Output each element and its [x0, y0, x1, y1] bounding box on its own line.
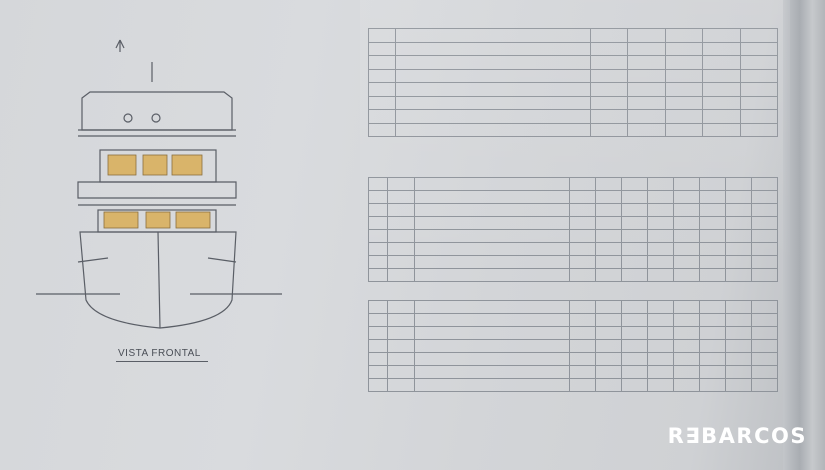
table-row — [368, 41, 779, 56]
upper-window-2 — [142, 154, 168, 176]
table-row — [368, 352, 778, 366]
table-row — [368, 378, 778, 392]
table-row — [368, 326, 778, 340]
table-row — [368, 95, 779, 110]
table-row — [368, 203, 778, 217]
caption-underline — [116, 361, 208, 362]
equipment-table-bottom — [368, 300, 778, 392]
light-right — [151, 113, 161, 123]
light-left — [123, 113, 133, 123]
flybridge-roof — [81, 91, 233, 131]
glass-glare — [360, 0, 790, 470]
frame-edge — [783, 0, 825, 470]
watermark-logo: R∃BARCOS — [667, 424, 807, 448]
upper-window-3 — [171, 154, 203, 176]
boat-front-view-drawing — [36, 39, 282, 329]
upper-window-1 — [107, 154, 137, 176]
table-row — [368, 216, 778, 230]
table-row — [368, 268, 778, 282]
equipment-table-top — [368, 28, 779, 137]
lower-window-2 — [145, 211, 171, 229]
table-row — [368, 365, 778, 379]
equipment-table-middle — [368, 177, 778, 282]
lower-window-3 — [175, 211, 211, 229]
keel-line — [157, 231, 161, 329]
table-row — [368, 313, 778, 327]
main-deck — [77, 181, 237, 199]
lower-window-1 — [103, 211, 139, 229]
equipment-tables — [368, 28, 779, 392]
table-row — [368, 122, 779, 137]
table-row — [368, 28, 779, 43]
drawing-caption: VISTA FRONTAL — [118, 348, 201, 359]
